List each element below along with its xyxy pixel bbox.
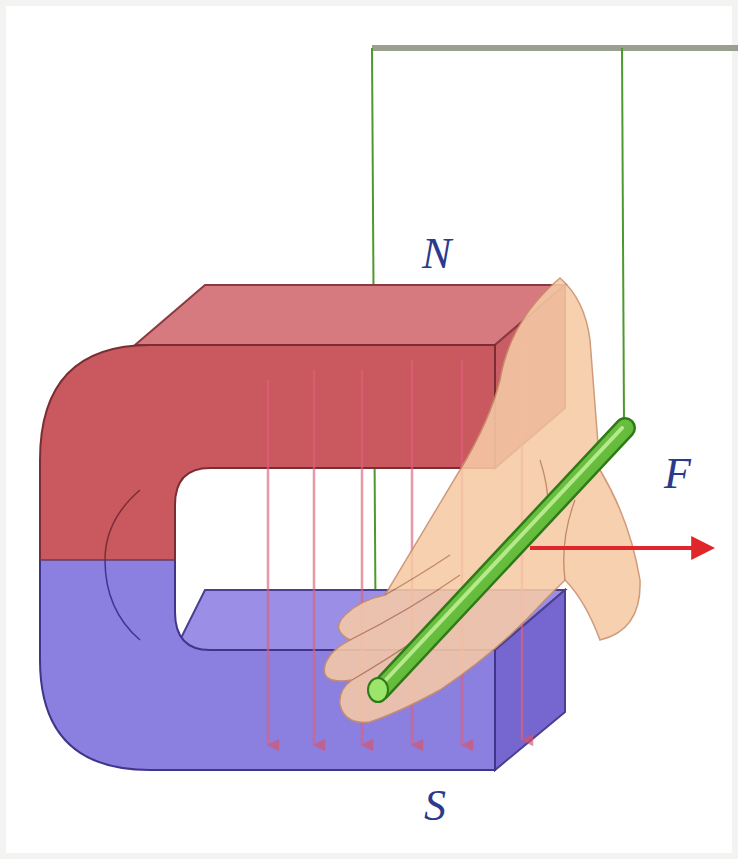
thumb-line [564,500,575,580]
conductor [380,428,625,690]
suspension-wire [622,48,624,424]
pole-label: N [422,232,451,276]
conductor-highlight [383,428,622,683]
field-line [313,370,316,745]
pole-boundary [40,559,175,561]
field-line [267,380,270,745]
magnet-edge [105,560,140,640]
magnet-edge [105,490,140,560]
pole-label: S [424,784,446,828]
left-hand [324,278,640,722]
hand-shape [324,278,640,722]
support-bar [372,45,738,51]
conductor-end [368,678,388,702]
magnet-north-top-face [135,285,565,345]
force-label: F [664,452,691,496]
frame [6,6,732,853]
conductor-outline [380,428,625,690]
force-arrow [530,546,696,550]
finger-line [385,555,450,595]
